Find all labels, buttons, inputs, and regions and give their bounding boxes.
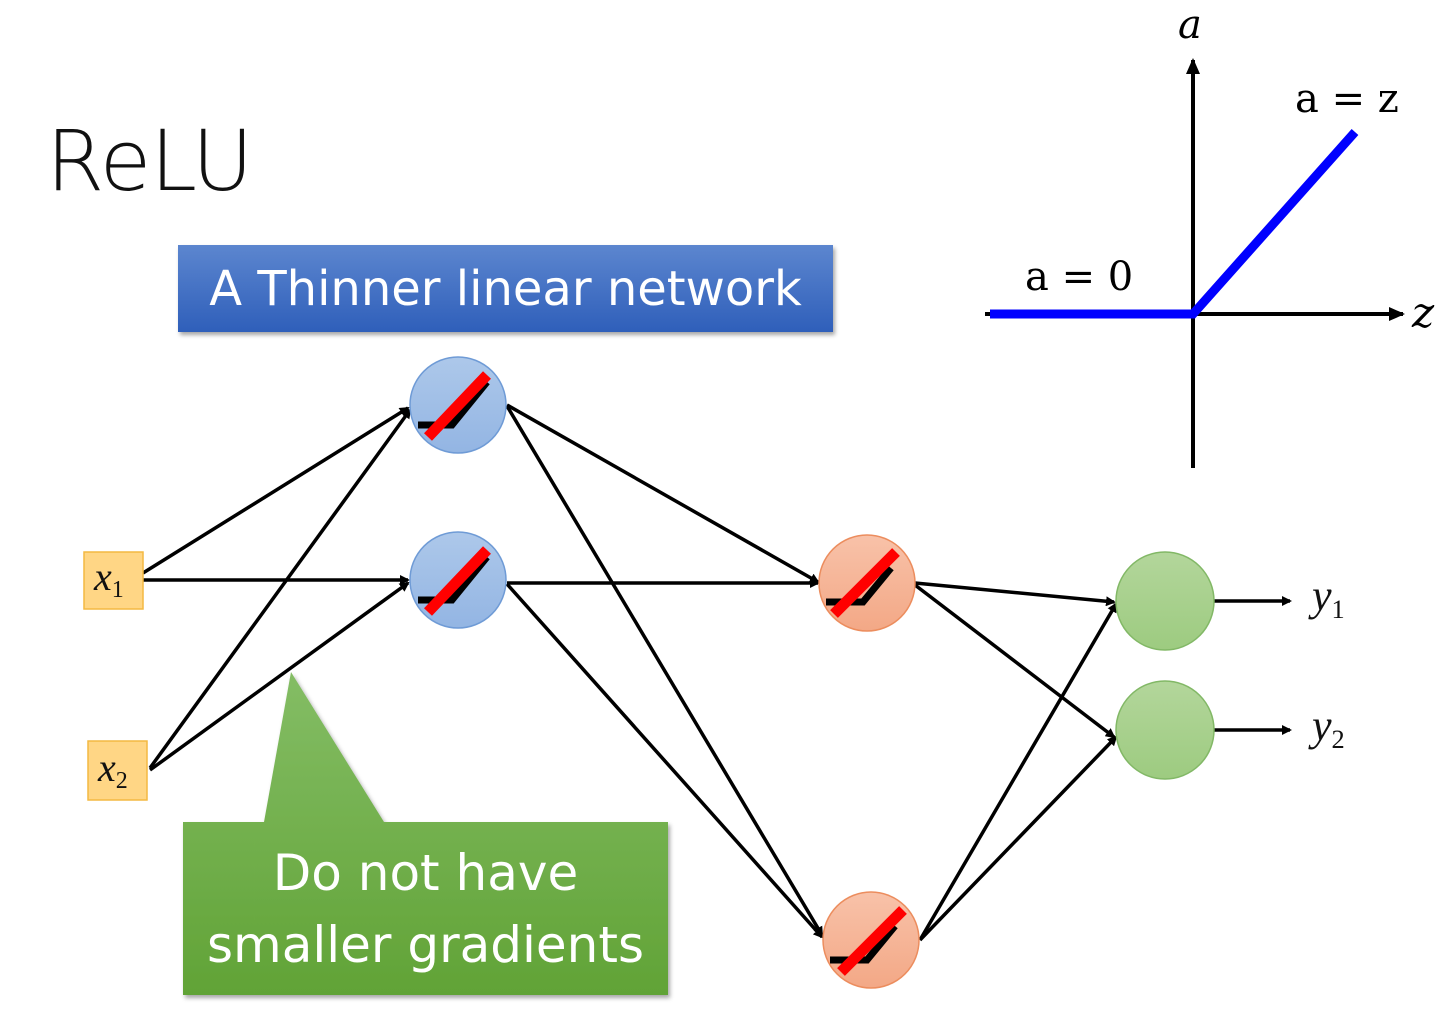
callout-shape	[183, 672, 668, 995]
output-label-y2: y2	[1312, 701, 1345, 754]
neuron-h1b	[409, 531, 507, 629]
edge-h2a-o2	[913, 583, 1116, 739]
banner: A Thinner linear network	[178, 245, 833, 332]
label-a-eq-0: a = 0	[1025, 254, 1134, 300]
edge-x2-h1b	[148, 581, 410, 772]
output-label-y1: y1	[1312, 571, 1345, 624]
relu-glyph-icon	[830, 923, 898, 964]
edge-h1a-h2b	[505, 405, 824, 937]
label-a-eq-z: a = z	[1295, 76, 1399, 122]
edge-h1b-h2b	[505, 582, 824, 939]
callout-line-2: smaller gradients	[206, 915, 645, 974]
neuron-o2	[1115, 680, 1215, 780]
z-axis-label: z	[1412, 288, 1435, 337]
strike-icon	[424, 546, 491, 616]
strike-icon	[837, 906, 907, 976]
relu-curve	[990, 129, 1359, 319]
input-box-x2	[87, 740, 148, 801]
edge-x2-h1a	[148, 408, 412, 770]
input-label-x1: x1	[94, 554, 124, 604]
strike-icon	[830, 548, 900, 618]
neuron-h1a	[409, 356, 507, 454]
callout-text: Do not have smaller gradients	[183, 822, 668, 995]
relu-plot	[985, 58, 1405, 468]
neuron-h2a	[818, 534, 916, 632]
callout-line-1: Do not have	[272, 843, 579, 902]
edge-h1a-h2a	[506, 403, 820, 584]
edge-h2a-o1	[914, 581, 1116, 607]
neuron-o1	[1115, 551, 1215, 651]
edge-h2b-o1	[918, 602, 1118, 941]
relu-glyph-icon	[418, 554, 490, 604]
neuron-h2b	[822, 891, 920, 989]
edge-h2b-o2	[918, 735, 1118, 942]
strike-icon	[424, 371, 491, 441]
slide-title: ReLU	[46, 112, 253, 210]
edge-x1-h1a	[142, 406, 410, 575]
edges	[142, 403, 1292, 942]
input-box-x1	[83, 551, 144, 610]
relu-glyph-icon	[418, 379, 490, 429]
input-label-x2: x2	[98, 745, 128, 795]
a-axis-label: a	[1178, 2, 1202, 48]
